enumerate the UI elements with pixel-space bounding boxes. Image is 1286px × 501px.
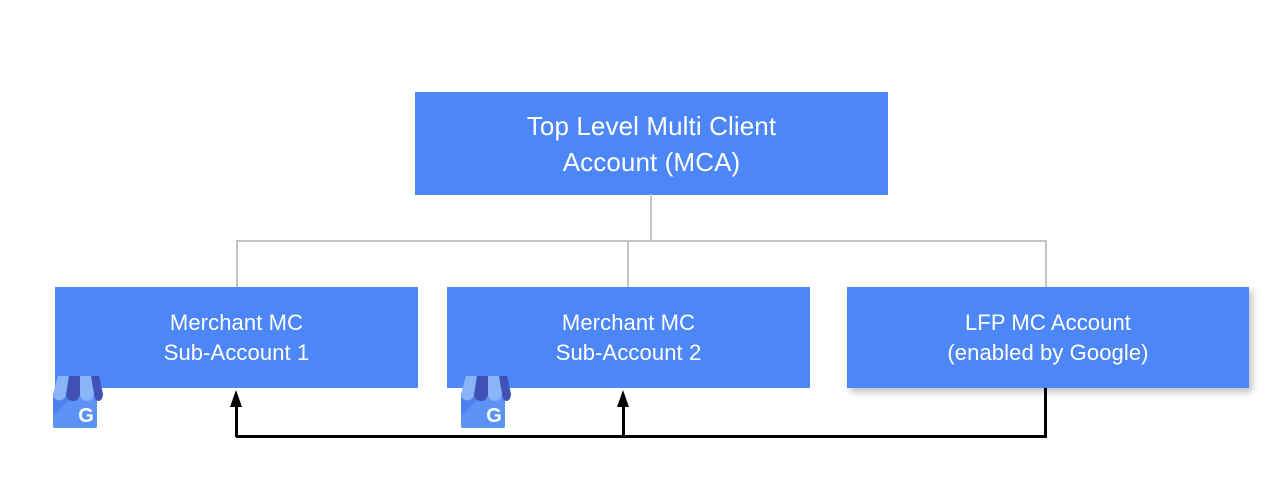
arrowhead-leaf2-icon [617, 390, 629, 407]
node-lfp-mc-account-label: LFP MC Account (enabled by Google) [947, 309, 1149, 365]
connector-h-bar [236, 240, 1047, 242]
node-merchant-sub-account-1-label: Merchant MC Sub-Account 1 [163, 309, 310, 365]
google-business-profile-icon: G [41, 366, 109, 434]
node-merchant-sub-account-2[interactable]: Merchant MC Sub-Account 2 [447, 287, 810, 388]
node-lfp-mc-account[interactable]: LFP MC Account (enabled by Google) [847, 287, 1249, 388]
svg-text:G: G [78, 405, 94, 427]
arrow-riser-leaf2 [622, 404, 625, 437]
connector-root-stem [650, 194, 652, 242]
node-merchant-sub-account-2-label: Merchant MC Sub-Account 2 [555, 309, 702, 365]
node-merchant-sub-account-1[interactable]: Merchant MC Sub-Account 1 [55, 287, 418, 388]
arrow-riser-leaf1 [235, 404, 238, 437]
arrow-bottom-rail [236, 435, 1047, 438]
google-business-profile-icon: G [449, 366, 517, 434]
connector-drop-leaf1 [236, 240, 238, 288]
arrow-lfp-descender [1044, 388, 1047, 438]
connector-drop-leaf3 [1045, 240, 1047, 288]
node-top-level-mca-label: Top Level Multi Client Account (MCA) [526, 110, 777, 177]
node-top-level-mca[interactable]: Top Level Multi Client Account (MCA) [415, 92, 888, 195]
connector-drop-leaf2 [627, 240, 629, 288]
arrowhead-leaf1-icon [230, 390, 242, 407]
svg-text:G: G [486, 405, 502, 427]
